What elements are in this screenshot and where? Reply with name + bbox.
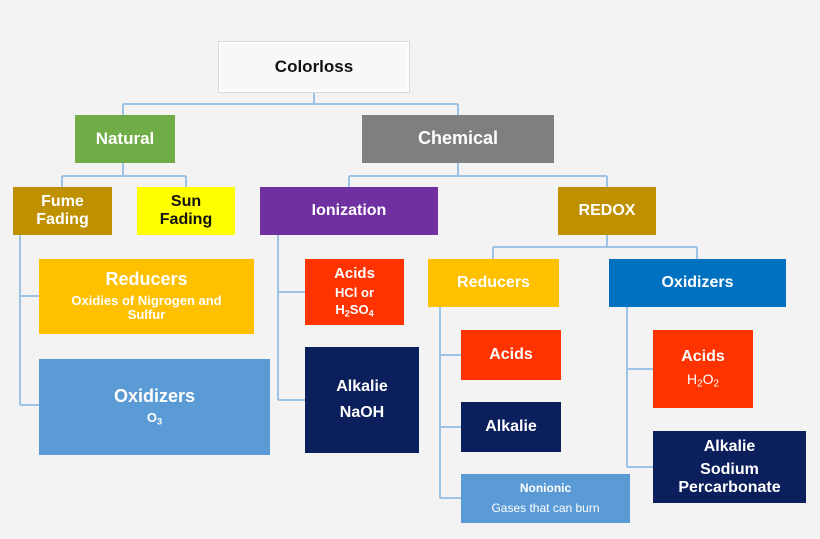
- connector-colorloss-children: [122, 92, 459, 115]
- oxidizers-alkalie-detail-line2: Percarbonate: [678, 478, 781, 496]
- connector-oxidizers-bracket: [626, 307, 653, 468]
- natural-label: Natural: [95, 128, 155, 148]
- oxidizers-acids-formula: H2O2: [687, 370, 719, 390]
- ionization-alkalie-label: Alkalie: [336, 378, 388, 396]
- ionization-acids-node: Acids HCl or H2SO4: [305, 259, 404, 325]
- ionization-alkalie-node: Alkalie NaOH: [305, 347, 419, 453]
- natural-reducers-detail-line1: Oxidies of Nigrogen and: [71, 293, 222, 309]
- ionization-label: Ionization: [311, 202, 387, 220]
- chemical-label: Chemical: [417, 128, 499, 149]
- redox-reducers-label: Reducers: [457, 274, 530, 292]
- redox-oxidizers-label: Oxidizers: [661, 274, 734, 292]
- oxidizers-alkalie-label: Alkalie: [703, 437, 756, 455]
- redox-reducers-node: Reducers: [428, 259, 559, 307]
- oxidizers-acids-node: Acids H2O2: [653, 330, 753, 408]
- sun-fading-line2: Fading: [159, 211, 213, 228]
- formula-part: H: [687, 370, 698, 387]
- reducers-alkalie-node: Alkalie: [461, 402, 561, 452]
- oxidizers-alkalie-detail: Sodium Percarbonate: [678, 461, 780, 496]
- reducers-nonionic-label: Nonionic: [519, 480, 572, 495]
- formula-subscript: 4: [368, 308, 374, 319]
- formula-subscript: 2: [344, 308, 350, 319]
- connector-natural-children: [61, 163, 187, 187]
- reducers-acids-node: Acids: [461, 330, 561, 380]
- redox-node: REDOX: [558, 187, 656, 235]
- ionization-acids-formula: H2SO4: [335, 301, 374, 319]
- natural-node: Natural: [75, 115, 175, 163]
- fume-fading-line1: Fume: [41, 193, 84, 211]
- ionization-node: Ionization: [260, 187, 438, 235]
- connector-fume-bracket: [19, 235, 39, 406]
- reducers-nonionic-node: Nonionic Gases that can burn: [461, 474, 630, 523]
- formula-subscript: 3: [157, 416, 163, 427]
- reducers-alkalie-label: Alkalie: [485, 418, 537, 436]
- connector-chemical-children: [348, 163, 608, 187]
- natural-reducers-detail-line2: Sulfur: [127, 307, 166, 323]
- oxidizers-alkalie-node: Alkalie Sodium Percarbonate: [653, 431, 806, 503]
- ionization-acids-detail: HCl or: [335, 285, 374, 301]
- natural-oxidizers-node: Oxidizers O3: [39, 359, 270, 455]
- connector-redox-children: [492, 235, 698, 259]
- chemical-node: Chemical: [362, 115, 554, 163]
- formula-part: H: [335, 301, 345, 317]
- connector-reducers-bracket: [439, 307, 461, 499]
- redox-oxidizers-node: Oxidizers: [609, 259, 786, 307]
- oxidizers-acids-label: Acids: [681, 348, 725, 366]
- redox-label: REDOX: [578, 202, 636, 220]
- natural-oxidizers-label: Oxidizers: [113, 386, 196, 407]
- connector-ionization-bracket: [277, 235, 305, 401]
- reducers-nonionic-detail: Gases that can burn: [491, 501, 600, 515]
- formula-base: O: [146, 410, 158, 426]
- sun-fading-line1: Sun: [170, 193, 202, 211]
- natural-oxidizers-formula: O3: [146, 410, 163, 427]
- ionization-alkalie-detail: NaOH: [339, 404, 385, 421]
- fume-fading-line2: Fading: [36, 211, 89, 228]
- natural-reducers-label: Reducers: [105, 269, 188, 290]
- natural-reducers-node: Reducers Oxidies of Nigrogen and Sulfur: [39, 259, 254, 334]
- formula-part: SO: [349, 301, 369, 317]
- formula-subscript: 2: [697, 378, 703, 390]
- ionization-acids-label: Acids: [334, 264, 375, 282]
- colorloss-node: Colorloss: [219, 42, 409, 92]
- oxidizers-alkalie-detail-line1: Sodium: [700, 461, 759, 479]
- colorloss-label: Colorloss: [274, 56, 354, 76]
- sun-fading-node: Sun Fading: [137, 187, 235, 235]
- natural-reducers-detail: Oxidies of Nigrogen and Sulfur: [71, 293, 222, 323]
- reducers-acids-label: Acids: [489, 346, 533, 364]
- formula-part: O: [702, 370, 714, 387]
- fume-fading-node: Fume Fading: [13, 187, 112, 235]
- formula-subscript: 2: [713, 378, 719, 390]
